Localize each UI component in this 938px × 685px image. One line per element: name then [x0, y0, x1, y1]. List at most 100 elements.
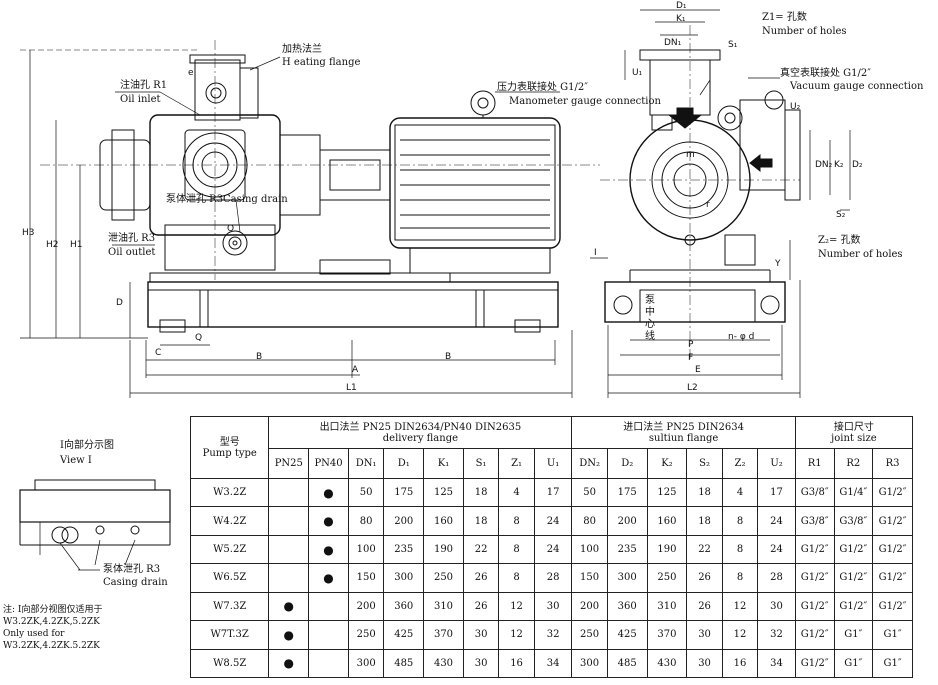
table-cell-model: W7T.3Z	[189, 620, 270, 650]
table-cell-k1: 160	[423, 506, 464, 536]
table-cell-d1: 425	[383, 620, 425, 650]
table-cell-r3: G1/2″	[872, 563, 913, 593]
table-cell-z1: 4	[498, 477, 535, 508]
table-cell-d2: 200	[606, 506, 648, 536]
table-cell-u2: 17	[757, 477, 796, 508]
oil-outlet-cn: 泄油孔 R3	[108, 233, 156, 244]
table-cell-u1: 34	[533, 648, 573, 679]
view-i-title-en: View I	[60, 455, 92, 466]
heating-flange-en: H eating flange	[282, 57, 361, 68]
dim-n-phi-d: n- φ d	[728, 332, 755, 342]
dim-a: A	[352, 365, 359, 375]
table-cell-z1: 16	[498, 648, 535, 679]
table-cell-pn25: ●	[268, 591, 310, 622]
table-cell-r1: G1/2″	[794, 563, 835, 593]
column-header: S₁	[462, 448, 500, 479]
dim-k1: K₁	[676, 14, 686, 24]
column-header: D₁	[383, 448, 425, 479]
table-cell-d1: 360	[383, 591, 425, 622]
header-model-en: Pump type	[202, 447, 257, 459]
dim-d1: D₁	[676, 1, 687, 11]
dim-y: Y	[775, 259, 781, 269]
table-cell-pn40: ●	[308, 534, 349, 565]
table-cell-d2: 485	[606, 648, 648, 679]
table-cell-r3: G1/2″	[872, 506, 913, 536]
note-line: W3.2ZK,4.2ZK,5.2ZK	[3, 617, 100, 627]
table-cell-z2: 8	[721, 563, 759, 593]
dim-u1: U₁	[632, 68, 643, 78]
table-cell-d1: 200	[383, 506, 425, 536]
dim-b-right: B	[445, 352, 452, 362]
header-inlet-cn: 进口法兰 PN25 DIN2634	[623, 421, 744, 433]
table-cell-k1: 190	[423, 534, 464, 565]
table-cell-d2: 300	[606, 563, 648, 593]
table-cell-r2: G1″	[833, 648, 874, 679]
table-cell-pn25: ●	[268, 648, 310, 679]
table-cell-d2: 360	[606, 591, 648, 622]
table-cell-d2: 235	[606, 534, 648, 565]
table-cell-pn25	[268, 506, 310, 536]
view-i-title-cn: I向部分示图	[60, 440, 114, 451]
table-cell-u1: 32	[533, 620, 573, 650]
table-cell-model: W8.5Z	[189, 648, 270, 679]
table-cell-z2: 12	[721, 620, 759, 650]
table-cell-model: W3.2Z	[189, 477, 270, 508]
table-cell-r1: G1/2″	[794, 648, 835, 679]
table-cell-u1: 28	[533, 563, 573, 593]
table-cell-s1: 26	[462, 591, 500, 622]
column-header: R3	[872, 448, 913, 479]
dim-r: r	[706, 200, 710, 210]
table-cell-dn2: 50	[571, 477, 608, 508]
dim-s2: S₂	[836, 210, 846, 220]
table-cell-pn40	[308, 591, 349, 622]
table-cell-r2: G1″	[833, 620, 874, 650]
table-cell-s1: 30	[462, 648, 500, 679]
manometer-cn: 压力表联接处 G1/2″	[497, 82, 588, 93]
table-cell-s2: 18	[686, 506, 723, 536]
dim-c: C	[155, 348, 162, 358]
table-cell-u2: 24	[757, 506, 796, 536]
column-header: R1	[794, 448, 835, 479]
table-cell-r2: G3/8″	[833, 506, 874, 536]
header-joint: 接口尺寸 joint size	[794, 416, 914, 449]
table-cell-pn40: ●	[308, 563, 349, 593]
pump-centerline-label: 泵中心线	[645, 295, 655, 342]
table-cell-pn25: ●	[268, 620, 310, 650]
table-cell-u1: 24	[533, 506, 573, 536]
table-cell-pn25	[268, 563, 310, 593]
table-cell-dn1: 100	[347, 534, 385, 565]
table-cell-r1: G3/8″	[794, 506, 835, 536]
dim-p: P	[688, 340, 694, 350]
casing-drain-cn: 泵体泄孔 R3	[166, 194, 224, 205]
table-cell-k2: 250	[646, 563, 688, 593]
table-cell-k2: 160	[646, 506, 688, 536]
dim-q: Q	[195, 333, 203, 343]
table-cell-model: W7.3Z	[189, 591, 270, 622]
table-cell-dn1: 150	[347, 563, 385, 593]
dim-h3: H3	[22, 228, 35, 238]
table-cell-d2: 175	[606, 477, 648, 508]
column-header: DN₂	[571, 448, 608, 479]
table-cell-dn2: 80	[571, 506, 608, 536]
dim-d2: D₂	[852, 160, 863, 170]
table-cell-z2: 16	[721, 648, 759, 679]
table-cell-r3: G1″	[872, 620, 913, 650]
casing-drain-en: Casing drain	[223, 194, 288, 205]
view-i-drain-en: Casing drain	[103, 577, 168, 588]
table-cell-u2: 24	[757, 534, 796, 565]
table-cell-r3: G1″	[872, 648, 913, 679]
table-cell-k2: 430	[646, 648, 688, 679]
table-cell-dn1: 80	[347, 506, 385, 536]
z1-holes-en: Number of holes	[762, 26, 847, 37]
oil-inlet-en: Oil inlet	[120, 94, 161, 105]
column-header: U₂	[757, 448, 796, 479]
table-cell-dn1: 200	[347, 591, 385, 622]
table-cell-z1: 8	[498, 563, 535, 593]
column-header: D₂	[606, 448, 648, 479]
table-cell-model: W5.2Z	[189, 534, 270, 565]
